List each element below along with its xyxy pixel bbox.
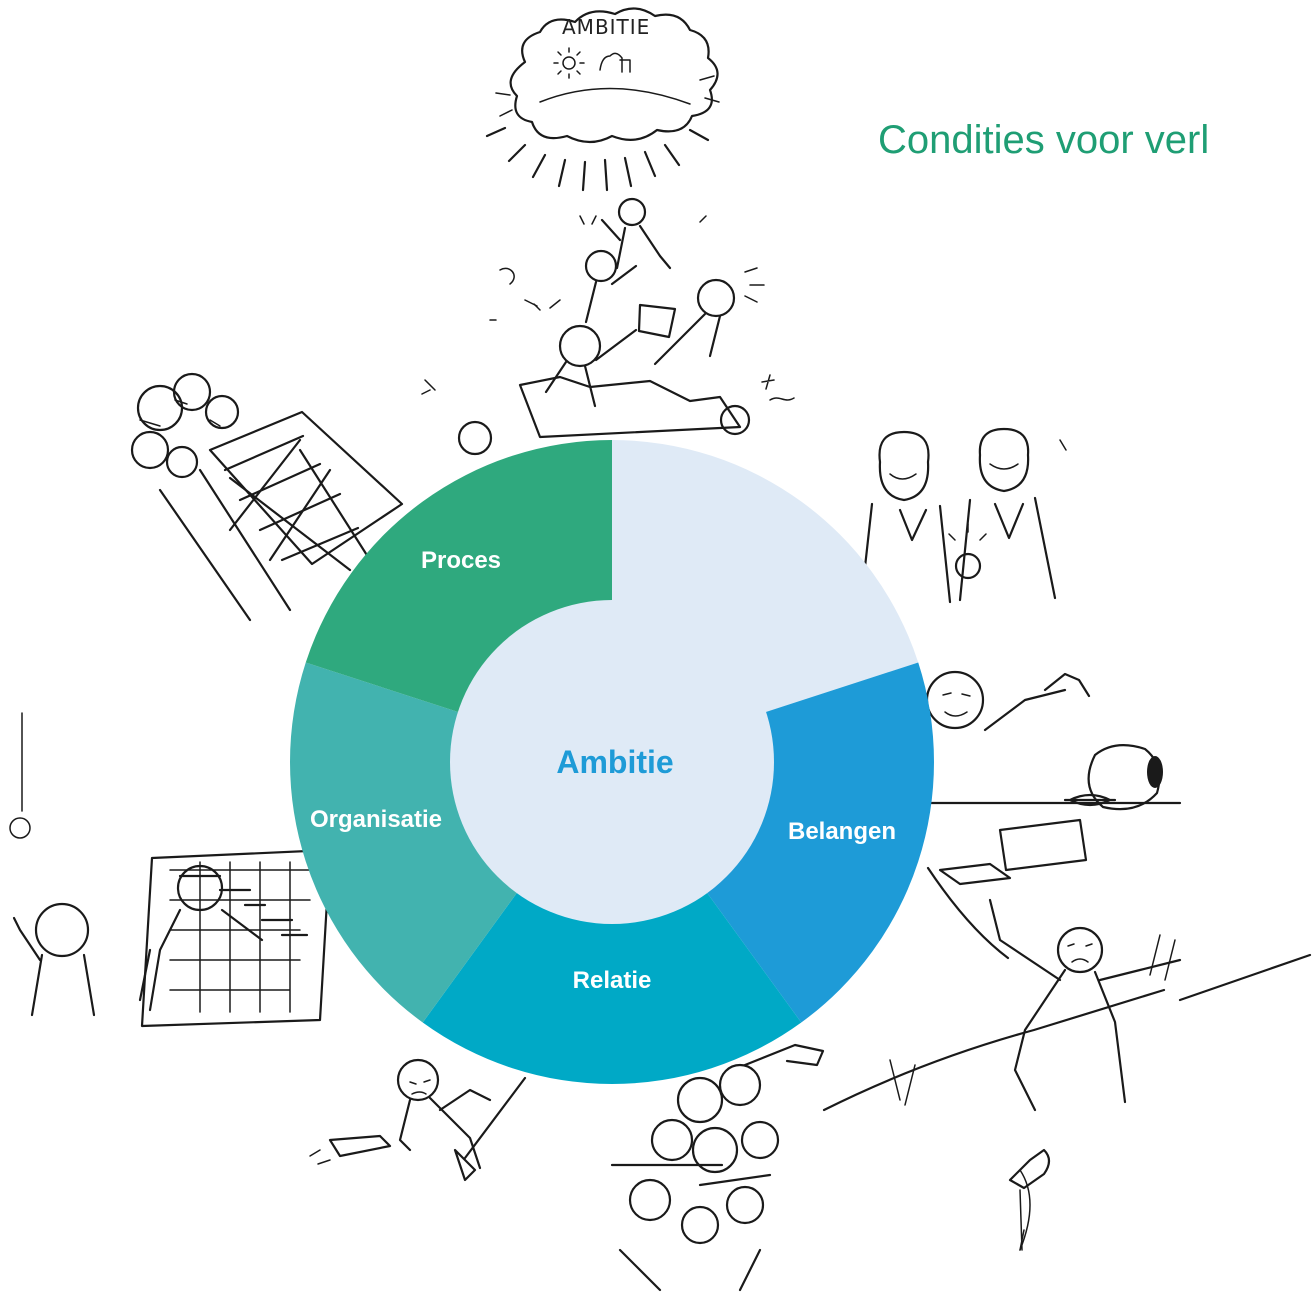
- segment-belangen: [700, 662, 935, 1023]
- chart-presentation-illustration: [9, 712, 332, 1028]
- knight-armor-illustration: [903, 670, 1182, 886]
- ambition-cloud-illustration: AMBITIE: [485, 7, 720, 192]
- people-pyramid-illustration: [421, 197, 795, 456]
- segment-label-proces: Proces: [421, 547, 501, 574]
- segment-proces: [305, 440, 612, 716]
- segment-label-belangen: Belangen: [788, 818, 896, 845]
- segment-label-relatie: Relatie: [573, 967, 652, 994]
- people-carrying-box-illustration: [130, 372, 404, 622]
- center-circle: [450, 600, 774, 924]
- segment-relatie: [422, 883, 802, 1085]
- handshake-illustration: [860, 427, 1067, 604]
- donut-diagram: [290, 440, 935, 1085]
- segment-organisatie: [290, 662, 524, 1023]
- person-sweeping-illustration: [309, 1058, 527, 1182]
- cloud-word: AMBITIE: [562, 15, 650, 39]
- segment-label-organisatie: Organisatie: [310, 806, 442, 833]
- segment-ambitie-top: [612, 440, 919, 716]
- page-title: Condities voor verl: [878, 118, 1210, 162]
- tightrope-walker-illustration: [822, 866, 1312, 1251]
- crowd-conflict-illustration: [610, 1043, 825, 1292]
- center-label: Ambitie: [556, 744, 673, 780]
